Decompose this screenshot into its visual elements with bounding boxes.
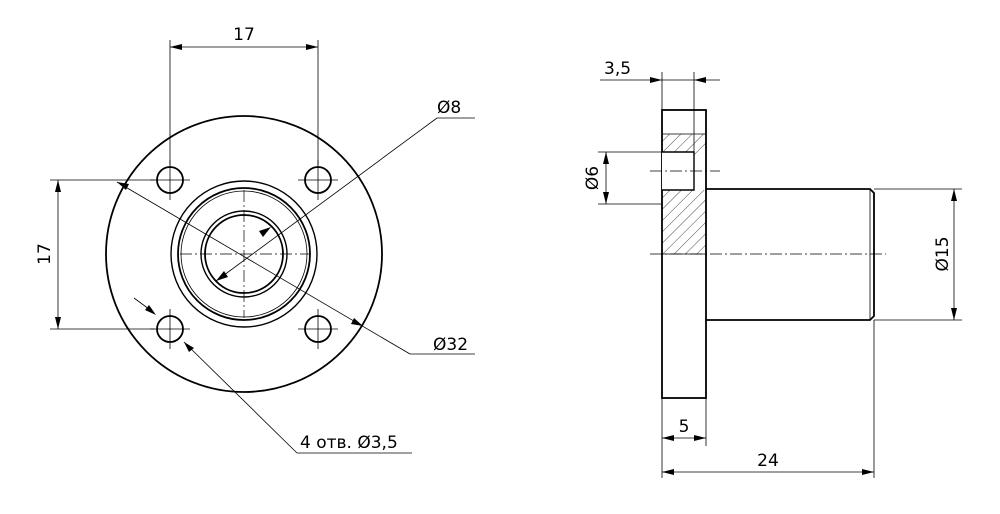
dim-bore: Ø8 [215,98,475,282]
dim-text-24: 24 [757,451,779,471]
dim-text-15: Ø15 [933,236,953,271]
dim-total-length: 24 [662,320,875,478]
dim-text-17-v: 17 [35,243,55,265]
dim-text-3-5: 3,5 [604,59,631,79]
dim-mount-holes: 4 отв. Ø3,5 [133,297,412,454]
shaft-outline [706,188,875,321]
dim-text-holes: 4 отв. Ø3,5 [300,433,398,453]
dim-shaft-diameter: Ø15 [874,188,962,321]
dim-hole-spacing-h: 17 [169,25,319,165]
dim-text-6: Ø6 [583,166,603,190]
mount-hole-br [298,309,338,349]
dim-text-5: 5 [679,417,690,437]
dim-text-17-h: 17 [233,25,255,45]
front-view: 17 17 Ø8 Ø32 [35,25,475,454]
dim-flange-top-thickness: 3,5 [600,59,720,134]
mount-hole-tl [150,160,190,200]
shaft-outer-ring [170,180,318,328]
dim-hole-spacing-v: 17 [35,179,155,330]
dim-text-flange: Ø32 [433,335,468,355]
dim-flange-thickness: 5 [661,320,707,478]
flange-outline [105,115,383,393]
side-view: 3,5 Ø6 Ø15 5 [583,59,962,478]
dim-counterbore: Ø6 [583,151,662,205]
dim-flange-diameter: Ø32 [116,181,475,355]
dim-text-bore: Ø8 [437,98,461,118]
mount-hole-bl [150,309,190,349]
mount-hole-tr [298,160,338,200]
